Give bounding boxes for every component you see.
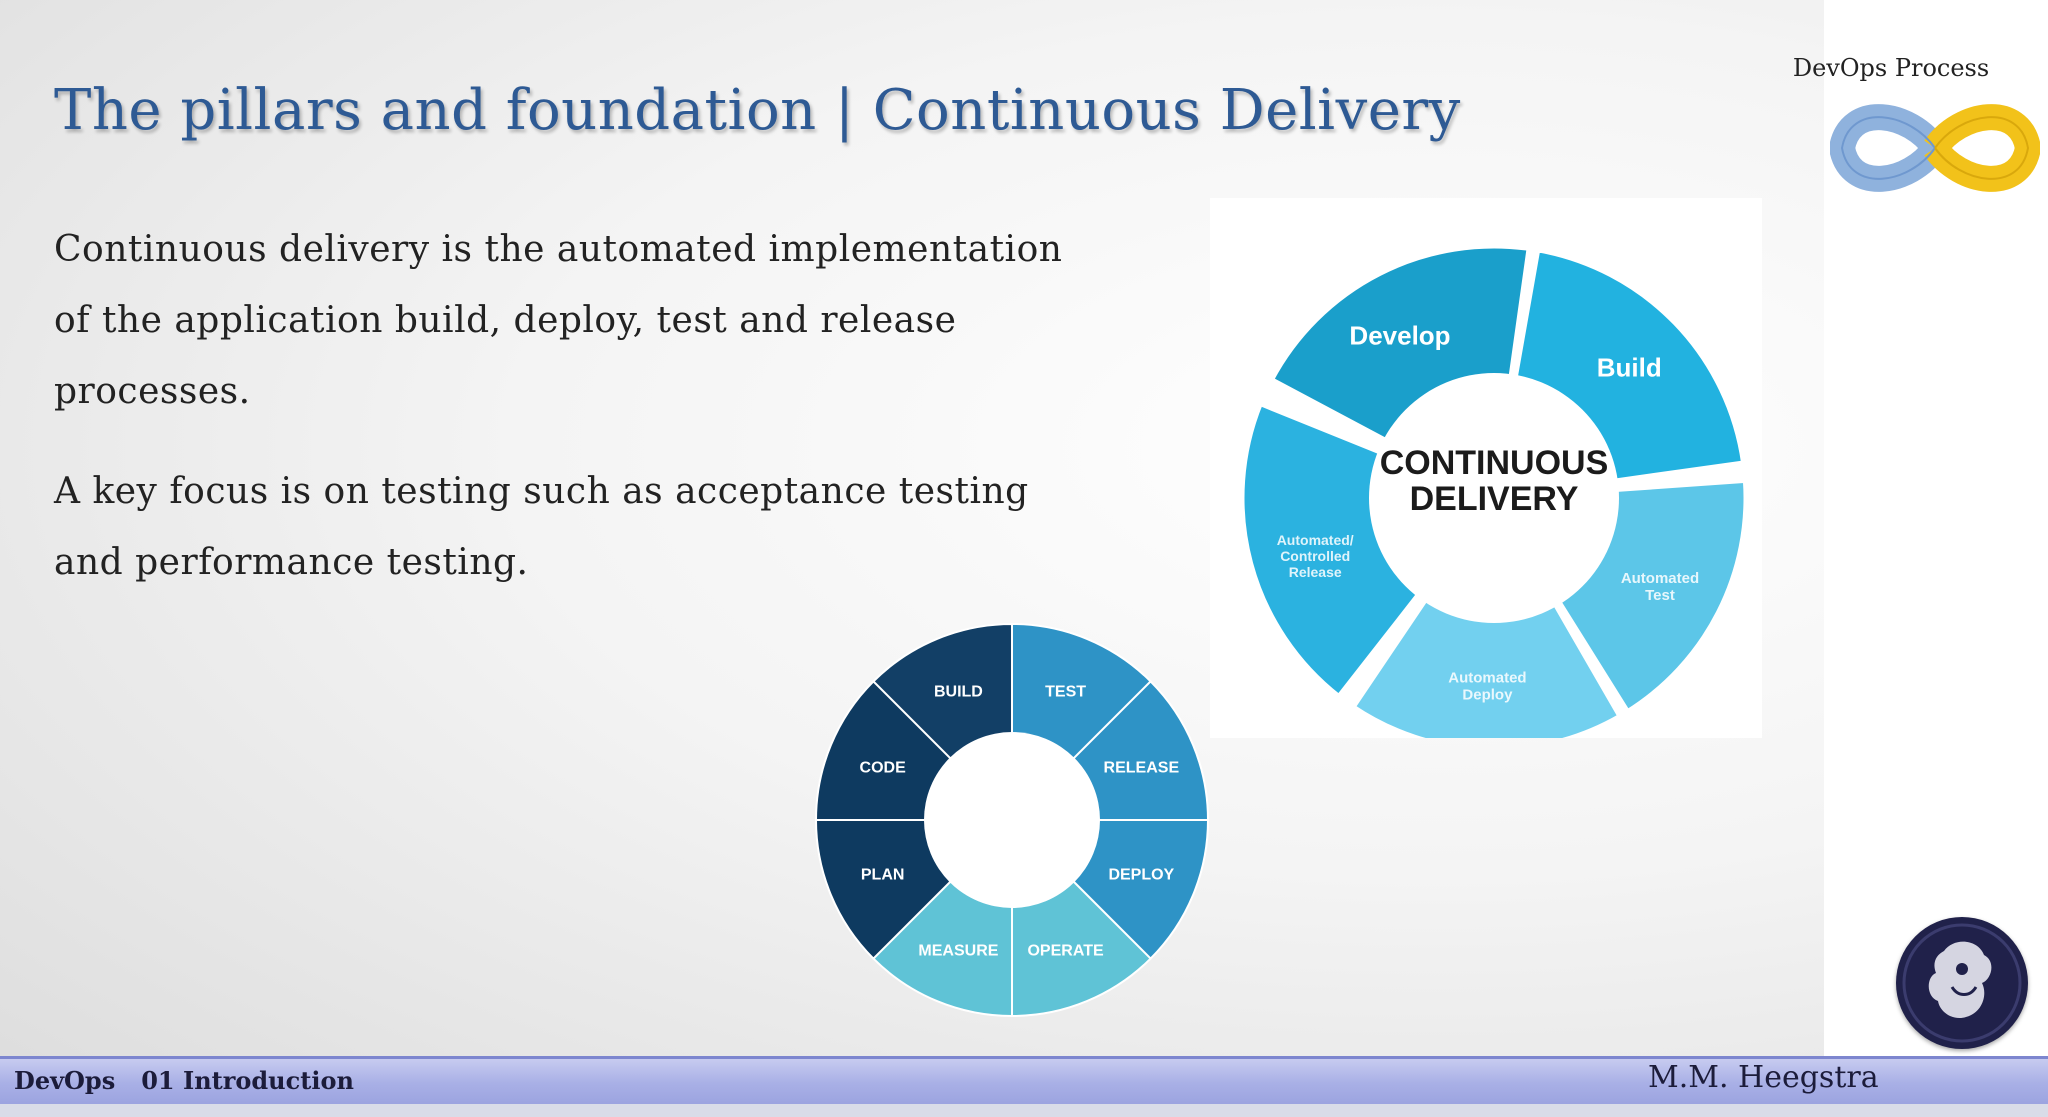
footer-author: M.M. Heegstra bbox=[1648, 1060, 1879, 1095]
cd-center-line-2: DELIVERY bbox=[1410, 480, 1579, 518]
continuous-delivery-diagram: CONTINUOUS DELIVERY DevelopBuildAutomate… bbox=[1239, 243, 1749, 738]
cd-center-disc bbox=[1369, 373, 1619, 623]
ring-label-test: TEST bbox=[1045, 684, 1086, 701]
ring-label-operate: OPERATE bbox=[1027, 942, 1103, 959]
devops-process-label: DevOps Process bbox=[1792, 54, 1990, 82]
ring-label-release: RELEASE bbox=[1104, 759, 1180, 776]
cd-label-develop: Develop bbox=[1349, 320, 1450, 350]
ring-label-code: CODE bbox=[860, 759, 907, 776]
devops-infinity-icon bbox=[1830, 104, 2040, 192]
footer-course: DevOps bbox=[14, 1066, 116, 1095]
footer-bottom-strip bbox=[0, 1104, 2048, 1117]
footer-bar bbox=[0, 1056, 2048, 1107]
body-paragraph-2: A key focus is on testing such as accept… bbox=[54, 471, 1029, 583]
slide-title: The pillars and foundation | Continuous … bbox=[54, 78, 1461, 143]
body-paragraph-1: Continuous delivery is the automated imp… bbox=[54, 229, 1063, 412]
ring-center-disc bbox=[924, 732, 1100, 908]
lion-emblem-icon bbox=[1896, 917, 2028, 1049]
cd-center-line-1: CONTINUOUS bbox=[1380, 444, 1609, 482]
ring-label-deploy: DEPLOY bbox=[1108, 867, 1174, 884]
devops-lifecycle-ring: BUILD TEST RELEASE DEPLOY OPERATE MEASURE PLAN… bbox=[814, 622, 1210, 1018]
footer-left: DevOps 01 Introduction bbox=[14, 1066, 380, 1095]
cd-label-build: Build bbox=[1597, 353, 1662, 383]
ring-label-measure: MEASURE bbox=[918, 942, 998, 959]
ring-label-plan: PLAN bbox=[861, 867, 905, 884]
ring-label-build: BUILD bbox=[934, 684, 983, 701]
footer-chapter: 01 Introduction bbox=[141, 1066, 354, 1095]
